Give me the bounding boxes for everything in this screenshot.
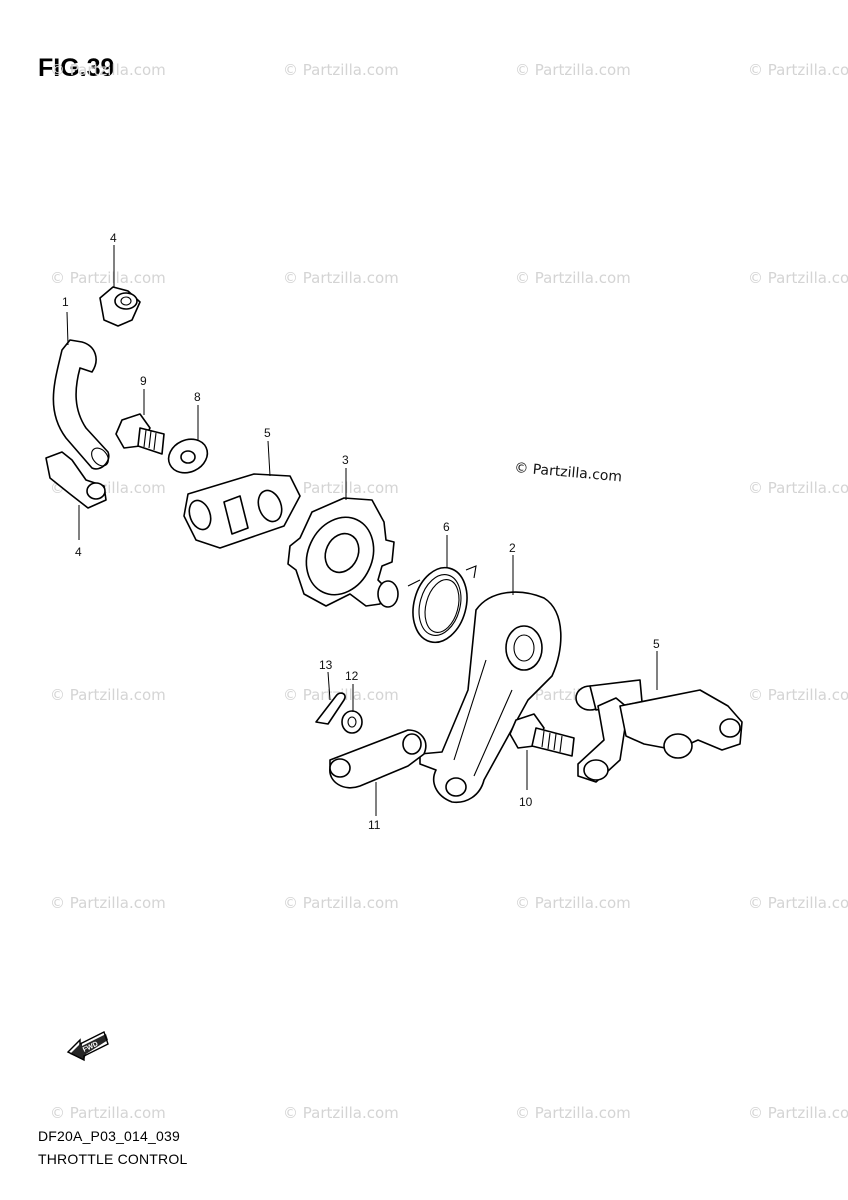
watermark: © Partzilla.com: [748, 894, 848, 912]
fwd-arrow-icon: FWD: [66, 1031, 109, 1062]
part-number: 4: [75, 545, 82, 559]
part-number: 1: [62, 295, 69, 309]
part-9-bolt[interactable]: [115, 413, 165, 455]
watermark: © Partzilla.com: [283, 1104, 399, 1122]
part-7-spring[interactable]: [405, 562, 477, 649]
part-5-plate[interactable]: [183, 473, 301, 549]
watermark: © Partzilla.com: [748, 1104, 848, 1122]
watermark: © Partzilla.com: [50, 894, 166, 912]
watermark: © Partzilla.com: [515, 894, 631, 912]
part-number: 8: [194, 390, 201, 404]
part-number: 12: [345, 669, 359, 683]
part-number: 10: [519, 795, 533, 809]
watermark-prominent: © Partzilla.com: [514, 460, 623, 485]
watermark: © Partzilla.com: [515, 269, 631, 287]
watermark: © Partzilla.com: [748, 479, 848, 497]
part-number: 11: [368, 818, 381, 832]
watermark: © Partzilla.com: [283, 269, 399, 287]
part-1-hose[interactable]: [52, 339, 111, 470]
part-6-bracket[interactable]: [575, 679, 743, 783]
watermark: © Partzilla.com: [50, 686, 166, 704]
watermark: © Partzilla.com: [748, 61, 848, 79]
watermark: © Partzilla.com: [515, 61, 631, 79]
part-number: 3: [342, 453, 349, 467]
part-number: 5: [653, 637, 660, 651]
figure-title: FIG.39: [38, 54, 115, 82]
watermark: © Partzilla.com: [283, 479, 399, 497]
watermark: © Partzilla.com: [283, 894, 399, 912]
part-11-link[interactable]: [329, 729, 427, 789]
part-4-clamp-top[interactable]: [99, 286, 141, 327]
watermark: © Partzilla.com: [50, 1104, 166, 1122]
watermark: © Partzilla.com: [283, 61, 399, 79]
part-10-bolt[interactable]: [509, 713, 575, 757]
part-number: 2: [509, 541, 516, 555]
part-number: 9: [140, 374, 147, 388]
watermark: © Partzilla.com: [50, 61, 166, 79]
watermark: © Partzilla.com: [50, 269, 166, 287]
part-number: 5: [264, 426, 271, 440]
part-3-cam[interactable]: [287, 497, 399, 608]
part-number: 6: [443, 520, 450, 534]
part-8-washer[interactable]: [163, 433, 213, 479]
model-code: DF20A_P03_014_039: [38, 1128, 180, 1144]
part-2-lever[interactable]: [419, 591, 562, 804]
figure-name: THROTTLE CONTROL: [38, 1151, 188, 1167]
part-12-washer[interactable]: [341, 710, 363, 734]
part-number: 13: [319, 658, 333, 672]
part-4-clamp-bottom[interactable]: [45, 451, 107, 509]
watermark: © Partzilla.com: [748, 269, 848, 287]
watermark-grid: © Partzilla.com © Partzilla.com © Partzi…: [50, 61, 848, 1122]
watermark: © Partzilla.com: [748, 686, 848, 704]
part-13-pin[interactable]: [315, 692, 346, 725]
watermark: © Partzilla.com: [515, 1104, 631, 1122]
part-number: 4: [110, 231, 117, 245]
